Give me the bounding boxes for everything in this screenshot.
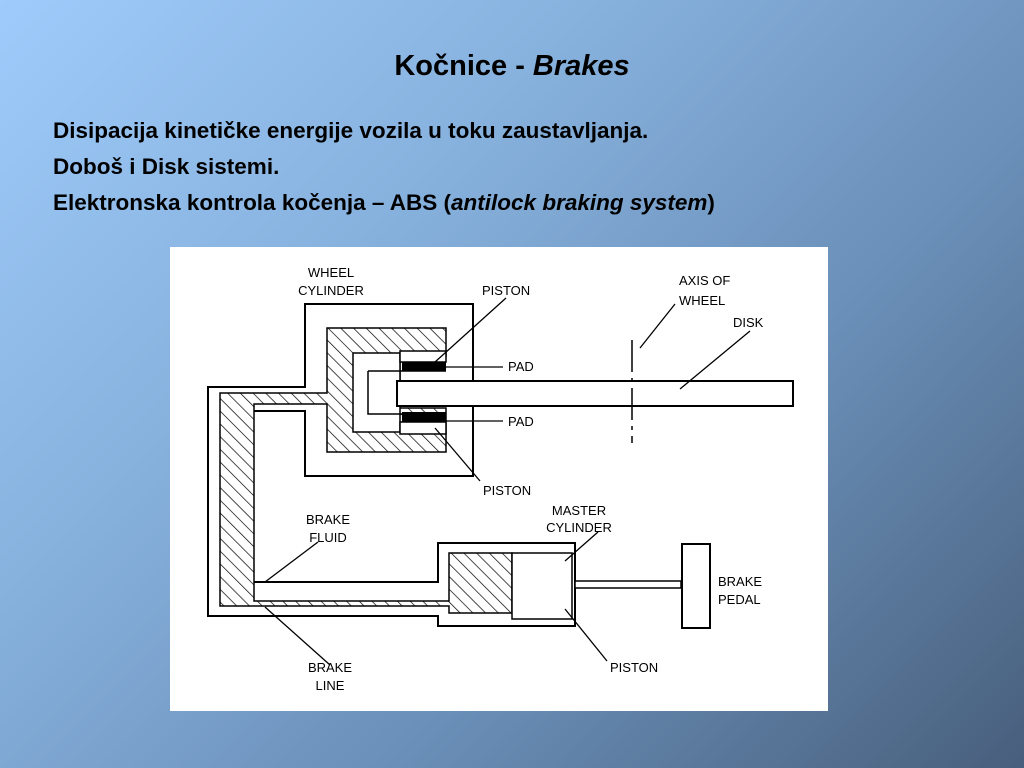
label-brake-pedal-2: PEDAL <box>718 592 761 607</box>
label-brake-line-1: BRAKE <box>308 660 352 675</box>
pad-top <box>402 362 446 371</box>
push-rod <box>574 580 682 589</box>
label-wheel-cylinder-1: WHEEL <box>308 265 354 280</box>
bullet-1: Disipacija kinetičke energije vozila u t… <box>53 118 649 143</box>
label-axis-1: AXIS OF <box>679 273 730 288</box>
bullet-2: Doboš i Disk sistemi. <box>53 154 280 179</box>
title-italic: Brakes <box>532 50 630 82</box>
brake-pedal <box>681 543 711 629</box>
label-pad-bottom: PAD <box>508 414 534 429</box>
bullet-3-prefix: Elektronska kontrola kočenja – ABS ( <box>53 190 452 215</box>
piston-top-body <box>399 350 447 363</box>
label-master-1: MASTER <box>552 503 606 518</box>
pad-bottom <box>402 412 446 422</box>
caliper-housing <box>207 303 576 627</box>
label-brake-line-2: LINE <box>316 678 345 693</box>
brake-diagram: WHEEL CYLINDER PISTON AXIS OF WHEEL DISK… <box>207 265 794 693</box>
label-brake-fluid-2: FLUID <box>309 530 347 545</box>
label-brake-fluid-1: BRAKE <box>306 512 350 527</box>
title-main: Kočnice - <box>394 50 533 82</box>
brake-diagram-panel: WHEEL CYLINDER PISTON AXIS OF WHEEL DISK… <box>170 247 828 711</box>
disk <box>396 380 794 407</box>
slide-title: Kočnice - Brakes <box>0 50 1024 83</box>
bullet-3: Elektronska kontrola kočenja – ABS (anti… <box>53 185 715 221</box>
bullet-3-suffix: ) <box>707 190 715 215</box>
master-piston <box>511 552 573 620</box>
label-axis-2: WHEEL <box>679 293 725 308</box>
label-disk: DISK <box>733 315 764 330</box>
label-piston-master: PISTON <box>610 660 658 675</box>
bullet-3-italic: antilock braking system <box>451 190 708 215</box>
label-wheel-cylinder-2: CYLINDER <box>298 283 364 298</box>
caliper-slot <box>367 370 446 415</box>
cylinder-cavity <box>352 352 401 433</box>
label-piston-bottom: PISTON <box>483 483 531 498</box>
label-pad-top: PAD <box>508 359 534 374</box>
bullet-list: Disipacija kinetičke energije vozila u t… <box>53 113 715 221</box>
label-piston-top: PISTON <box>482 283 530 298</box>
label-brake-pedal-1: BRAKE <box>718 574 762 589</box>
label-master-2: CYLINDER <box>546 520 612 535</box>
